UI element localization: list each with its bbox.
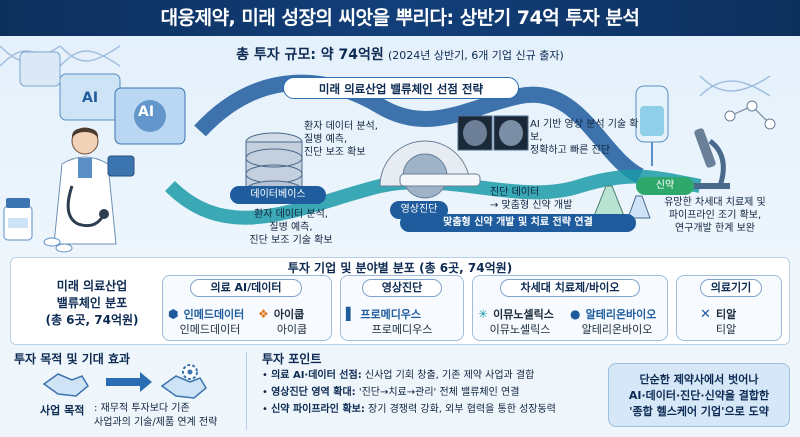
distribution-title: 투자 기업 및 분야별 분포 (총 6곳, 74억원) — [287, 261, 513, 275]
gear-icon — [182, 364, 198, 380]
arrow-right-icon — [106, 372, 152, 392]
handshake-icon-right — [160, 375, 207, 399]
microscope-icon — [690, 128, 730, 189]
aicoop-logo-icon: ❖ — [258, 307, 269, 321]
company-logo-immunocellix: ✳ 이뮤노셀릭스 — [478, 307, 554, 321]
point-item: • 신약 파이프라인 확보: 장기 경쟁력 강화, 외부 협력을 통한 성장동력 — [262, 404, 556, 415]
alterionbio-logo-icon: ● — [570, 307, 581, 321]
ai-screen-icon — [19, 51, 186, 145]
company-logo-inmeddata: ⬢ 인메드데이터 — [168, 307, 245, 321]
company-name-aicoop: 아이쿱 — [276, 323, 308, 336]
company-name-promedius: 프로메디우스 — [371, 323, 433, 336]
field-head-imaging: 영상진단 — [362, 279, 442, 297]
field-head-bio: 차세대 치료제/바이오 — [500, 279, 640, 297]
db-label: 데이터베이스 — [250, 189, 306, 200]
scan-label: 영상진단 — [400, 204, 438, 215]
db-top-text: 환자 데이터 분석,질병 예측,진단 보조 확보 — [304, 121, 378, 158]
db-pill-bg — [230, 186, 326, 204]
divider-1 — [246, 352, 247, 430]
promedius-logo-icon: ▌ — [346, 307, 356, 321]
scan-top-text: AI 기반 영상 분석 기술 확보,정확하고 빠른 진단 — [530, 119, 639, 156]
purpose-illustration — [42, 364, 207, 399]
title-bar — [0, 0, 800, 36]
strategy-banner: 미래 의료산업 밸류체인 선점 전략 — [283, 77, 519, 99]
brain-scan-icon — [457, 115, 529, 151]
flow-text: 진단 데이터→ 맞춤형 신약 개발 — [490, 187, 573, 211]
company-logo-aicoop: ❖ 아이쿱 — [258, 307, 305, 321]
drug-pill-bg — [636, 177, 694, 195]
distribution-summary: 미래 의료산업 밸류체인 분포 (총 6곳, 74억원) — [45, 279, 139, 327]
field-head-ai: 의료 AI/데이터 — [190, 279, 302, 297]
screen-ai-label-1: AI — [82, 90, 99, 106]
point-item: • 의료 AI·데이터 선점: 신사업 기회 창출, 기존 제약 사업과 결합 — [262, 370, 535, 381]
points-title: 투자 포인트 — [262, 352, 322, 366]
medicine-bottle-icon — [3, 198, 33, 241]
purpose-text: : 재무적 투자보다 기존 사업과의 기술/제품 연계 전략 — [94, 403, 218, 428]
molecule-icon — [724, 100, 776, 130]
purpose-label: 사업 목적 — [40, 404, 85, 417]
page-title: 대웅제약, 미래 성장의 씨앗을 뿌리다: 상반기 74억 투자 분석 — [160, 7, 640, 29]
company-logo-alterionbio: ● 알테리온바이오 — [570, 307, 657, 321]
company-name-immunocellix: 이뮤노셀릭스 — [489, 323, 551, 336]
purpose-title: 투자 목적 및 기대 효과 — [14, 352, 131, 366]
company-name-inmeddata: 인메드데이터 — [179, 323, 241, 336]
total-investment: 총 투자 규모: 약 74억원 (2024년 상반기, 6개 기업 신규 출자) — [180, 44, 620, 64]
drug-label: 신약 — [655, 180, 675, 191]
field-head-device: 의료기기 — [700, 279, 762, 297]
iv-bag-icon — [635, 85, 669, 166]
pills-icon — [43, 237, 73, 253]
mri-scanner-icon — [379, 140, 481, 199]
company-name-alterionbio: 알테리온바이오 — [581, 323, 653, 336]
handshake-icon-left — [42, 373, 89, 397]
doctor-illustration — [53, 127, 135, 245]
db-bottom-text: 환자 데이터 분석,질병 예측,진단 보조 기술 확보 — [249, 209, 333, 246]
total-investment-sub: (2024년 상반기, 6개 기업 신규 출자) — [387, 49, 564, 62]
conclusion-box: 단순한 제약사에서 벗어나 AI·데이터·진단·신약을 결합한 '종합 헬스케어… — [608, 363, 790, 427]
scan-pill-bg — [390, 201, 448, 219]
flow-pill-bg — [400, 214, 636, 232]
company-logo-tial: ✕ 티알 — [700, 307, 737, 322]
immunocellix-logo-icon: ✳ — [478, 307, 489, 321]
screen-ai-label-2: AI — [138, 104, 155, 120]
tial-logo-icon: ✕ — [700, 307, 711, 322]
dna-icon-right — [699, 75, 771, 97]
point-item: • 영상진단 영역 확대: '진단→치료→관리' 전체 밸류체인 연결 — [262, 387, 520, 398]
inmeddata-logo-icon: ⬢ — [168, 307, 179, 321]
company-name-tial: 티알 — [715, 323, 737, 336]
company-logo-promedius: ▌ 프로메디우스 — [346, 307, 422, 321]
flow-pill: 맞춤형 신약 개발 및 치료 전략 연결 — [443, 217, 593, 228]
total-investment-label: 총 투자 규모: 약 74억원 — [236, 47, 384, 63]
